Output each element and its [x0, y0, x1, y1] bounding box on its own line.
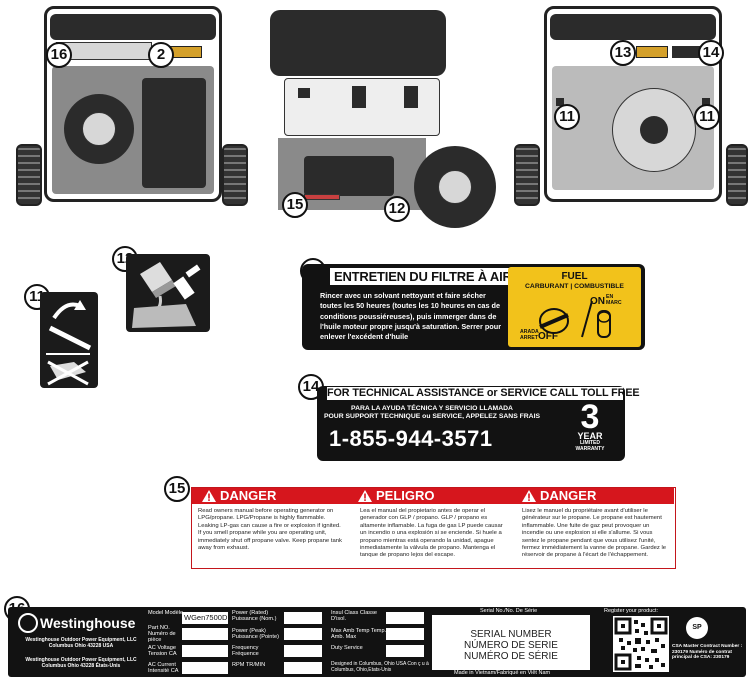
callout-11: 11: [554, 104, 580, 130]
ac-voltage-field: [182, 645, 228, 657]
qr-code-icon[interactable]: [613, 616, 669, 672]
fuel-off-sub: ARADA ARRET: [520, 329, 539, 341]
serial-fr: NUMÉRO DE SÉRIE: [464, 651, 558, 662]
csa-contract-text: CSA Master Contract Number : 230179 Numé…: [672, 644, 743, 661]
register-text: Register your product:: [604, 608, 659, 614]
callout-2: 2: [148, 42, 174, 68]
ac-current-field: [182, 662, 228, 674]
insul-class-key: Insul Class Classe D'isol.: [331, 610, 378, 623]
warning-triangle-icon: [522, 490, 536, 502]
serial-en: SERIAL NUMBER: [470, 629, 552, 640]
label-13-body: Rincer avec un solvant nettoyant et fair…: [320, 291, 502, 342]
danger-fr-title: DANGER: [540, 488, 597, 503]
qr-pattern: [614, 617, 668, 671]
ac-current-key: AC Current Intensité CA: [148, 662, 179, 675]
fuel-off-label: OFF: [538, 331, 558, 342]
label-14-strip: [672, 46, 702, 58]
fuel-title: FUEL: [561, 271, 588, 282]
callout-11-right: 11: [694, 104, 720, 130]
fuel-valve-panel: FUEL CARBURANT | COMBUSTIBLE ON EN MARC …: [508, 267, 641, 347]
address-us: Westinghouse Outdoor Power Equipment, LL…: [25, 637, 137, 649]
warning-triangle-icon: [358, 490, 372, 502]
rpm-key: RPM TR/MIN: [232, 662, 266, 668]
power-peak-key: Power (Peak) Puissance (Pointe): [232, 628, 279, 641]
serial-header: Serial No./No. De Série: [480, 608, 538, 614]
label-14-title: FOR TECHNICAL ASSISTANCE or SERVICE CALL…: [327, 387, 640, 400]
power-peak-field: [284, 628, 322, 640]
label-13-air-filter: ENTRETIEN DU FILTRE À AIR Rincer avec un…: [302, 264, 645, 350]
brand-name: Westinghouse: [40, 615, 136, 631]
part-field: [182, 628, 228, 640]
fuel-subtitle: CARBURANT | COMBUSTIBLE: [525, 283, 624, 290]
warranty-word: WARRANTY: [575, 446, 605, 452]
warranty-limited: LIMITED: [580, 440, 600, 446]
warning-triangle-icon: [202, 490, 216, 502]
label-16-rating-plate: Westinghouse Westinghouse Outdoor Power …: [8, 607, 746, 677]
choke-lever-icon: [46, 300, 92, 386]
callout-15-label: 15: [164, 476, 190, 502]
generator-front-view: [16, 6, 248, 218]
rpm-field: [284, 662, 322, 674]
generator-back-view: [504, 6, 748, 218]
danger-en-title: DANGER: [220, 488, 277, 503]
duty-field: [386, 645, 424, 657]
danger-header: DANGER PELIGRO DANGER: [192, 488, 674, 504]
label-12-oil-icon: [126, 254, 210, 332]
frequency-field: [284, 645, 322, 657]
callout-15: 15: [282, 192, 308, 218]
made-in: Made in Vietnam/Fabriqué en Viêt Nam: [454, 670, 551, 676]
fuel-valve-icon: [539, 300, 611, 338]
generator-side-view: [264, 6, 502, 236]
label-13-strip: [636, 46, 668, 58]
frequency-key: Frequency Fréquence: [232, 645, 259, 658]
max-temp-field: [386, 628, 424, 640]
part-key: Part NO. Numéro de pièce: [148, 625, 176, 644]
warranty-years: 3: [580, 398, 600, 436]
danger-es-title: PELIGRO: [376, 488, 435, 503]
duty-key: Duty Service: [331, 645, 363, 651]
warranty-year-word: YEAR: [577, 431, 603, 441]
support-phone: 1-855-944-3571: [329, 426, 493, 451]
fuel-on-sub: EN MARC: [606, 294, 622, 306]
max-temp-key: Max Amb Temp Temp. Amb. Max: [331, 628, 387, 641]
danger-fr-text: Lisez le manuel du propriétaire avant d'…: [522, 508, 667, 559]
pouring-oil-icon: [132, 262, 201, 328]
model-field: WGen7500DF: [182, 612, 232, 624]
model-value: WGen7500DF: [184, 613, 232, 622]
label-14-line1: PARA LA AYUDA TÉCNICA Y SERVICIO LLAMADA: [351, 405, 513, 412]
label-14-line2: POUR SUPPORT TECHNIQUE ou SERVICE, APPEL…: [323, 413, 541, 420]
callout-16: 16: [46, 42, 72, 68]
callout-14: 14: [698, 40, 724, 66]
label-11-choke-icon: [40, 292, 98, 388]
serial-number-box: SERIAL NUMBER NÚMERO DE SERIE NUMÉRO DE …: [432, 615, 590, 670]
power-rated-key: Power (Rated) Puissance (Nom.): [232, 610, 277, 623]
insul-class-field: [386, 612, 424, 624]
westinghouse-logo-icon: [18, 613, 38, 633]
danger-es-text: Lea el manual del propietario antes de o…: [360, 508, 503, 559]
address-fr: Westinghouse Outdoor Power Equipment, LL…: [25, 657, 137, 669]
fuel-on-label: ON: [590, 296, 605, 307]
designed-in: Designed in Columbus, Ohio USA Con ç u à…: [331, 661, 429, 673]
csa-logo-icon: SP: [686, 617, 708, 639]
ac-voltage-key: AC Voltage Tension CA: [148, 645, 177, 658]
power-rated-field: [284, 612, 322, 624]
label-15-danger: DANGER PELIGRO DANGER Read owners manual…: [191, 487, 676, 569]
callout-13: 13: [610, 40, 636, 66]
label-14-support: FOR TECHNICAL ASSISTANCE or SERVICE CALL…: [317, 386, 640, 461]
danger-en-text: Read owners manual before operating gene…: [198, 508, 342, 552]
serial-es: NÚMERO DE SERIE: [464, 640, 558, 651]
label-13-title: ENTRETIEN DU FILTRE À AIR: [330, 268, 516, 285]
callout-12: 12: [384, 196, 410, 222]
model-key: Model Modèle: [148, 610, 184, 616]
